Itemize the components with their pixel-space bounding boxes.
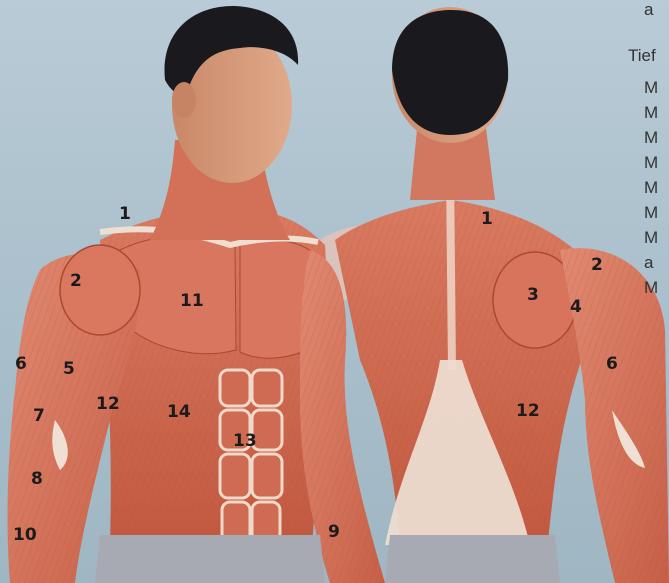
legend-line: a xyxy=(644,253,653,273)
label-front-9: 9 xyxy=(328,522,340,542)
legend-line: M xyxy=(644,228,658,248)
legend-line: M xyxy=(644,128,658,148)
label-back-3: 3 xyxy=(527,285,539,305)
legend-line: M xyxy=(644,78,658,98)
back-hair xyxy=(392,10,508,135)
label-back-4: 4 xyxy=(570,297,582,317)
label-front-2: 2 xyxy=(70,271,82,291)
front-shorts xyxy=(95,535,325,583)
label-front-10: 10 xyxy=(13,525,37,545)
label-front-14: 14 xyxy=(167,402,191,422)
legend-line: M xyxy=(644,178,658,198)
legend-line: M xyxy=(644,203,658,223)
label-front-6: 6 xyxy=(15,354,27,374)
label-front-11: 11 xyxy=(180,291,204,311)
label-front-13: 13 xyxy=(233,431,257,451)
legend-line: M xyxy=(644,103,658,123)
label-front-8: 8 xyxy=(31,469,43,489)
label-front-1: 1 xyxy=(119,204,131,224)
legend-line: M xyxy=(644,153,658,173)
legend-top-fragment: a xyxy=(644,0,653,20)
label-back-6: 6 xyxy=(606,354,618,374)
legend-line: M xyxy=(644,278,658,298)
label-front-12: 12 xyxy=(96,394,120,414)
back-shorts xyxy=(385,535,560,583)
label-back-2: 2 xyxy=(591,255,603,275)
label-front-7: 7 xyxy=(33,406,45,426)
ear xyxy=(172,82,196,118)
label-back-1: 1 xyxy=(481,209,493,229)
label-back-12: 12 xyxy=(516,401,540,421)
legend-heading: Tief xyxy=(628,46,656,66)
label-front-5: 5 xyxy=(63,359,75,379)
